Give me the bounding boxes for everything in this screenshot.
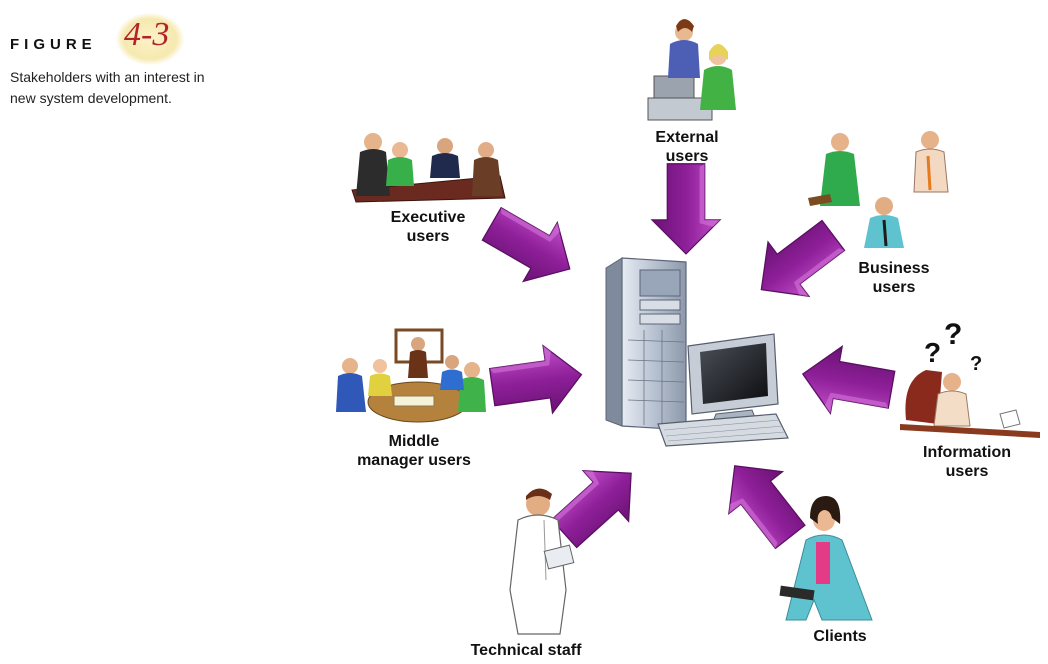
business-users-phone-icon bbox=[808, 131, 949, 248]
label-line: manager users bbox=[357, 452, 471, 469]
label-line: users bbox=[406, 228, 450, 245]
stakeholder-label-information: Information users bbox=[910, 443, 1024, 481]
label-line: users bbox=[872, 279, 916, 296]
label-line: External bbox=[655, 129, 719, 146]
stakeholder-label-executive: Executive users bbox=[380, 208, 476, 246]
label-line: Middle bbox=[388, 433, 440, 450]
executive-meeting-icon bbox=[351, 133, 506, 203]
external-users-icon bbox=[647, 19, 736, 121]
computer-system-icon bbox=[605, 257, 789, 447]
arrow-executive bbox=[474, 193, 588, 300]
stakeholder-label-middle: Middle manager users bbox=[350, 432, 478, 470]
label-line: Executive bbox=[390, 209, 466, 226]
figure-caption: Stakeholders with an interest in new sys… bbox=[10, 69, 205, 106]
label-line: Business bbox=[858, 260, 930, 277]
label-line: Technical staff bbox=[470, 642, 582, 659]
arrow-middle bbox=[486, 340, 587, 422]
client-woman-icon bbox=[779, 496, 873, 621]
arrow-business bbox=[740, 207, 855, 318]
svg-text:?: ? bbox=[924, 337, 941, 368]
information-user-question-icon: ? ? ? bbox=[900, 318, 1040, 438]
figure-number-badge bbox=[116, 13, 184, 65]
technical-staff-icon bbox=[509, 488, 575, 635]
label-line: Information bbox=[923, 444, 1011, 461]
svg-text:?: ? bbox=[970, 353, 982, 375]
stakeholder-label-technical: Technical staff bbox=[460, 641, 592, 660]
stakeholder-label-business: Business users bbox=[846, 259, 942, 297]
figure-label: FIGURE bbox=[10, 36, 97, 53]
figure-number: 4-3 bbox=[124, 16, 170, 53]
svg-text:?: ? bbox=[944, 318, 962, 351]
arrow-information bbox=[796, 339, 899, 424]
label-line: users bbox=[945, 463, 989, 480]
stakeholder-label-clients: Clients bbox=[800, 627, 880, 646]
arrow-external bbox=[651, 163, 721, 255]
label-line: users bbox=[665, 148, 709, 165]
stakeholder-label-external: External users bbox=[640, 128, 734, 166]
middle-manager-meeting-icon bbox=[336, 328, 486, 423]
label-line: Clients bbox=[813, 628, 867, 645]
arrow-clients bbox=[707, 444, 818, 559]
